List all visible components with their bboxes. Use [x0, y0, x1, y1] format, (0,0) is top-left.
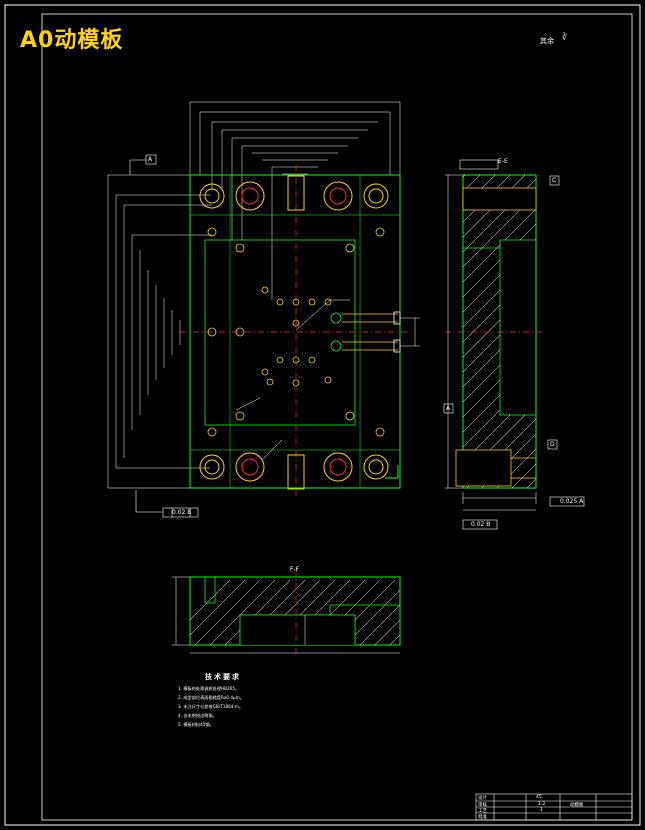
- plan-view: [107, 101, 420, 518]
- side-pocket: [463, 239, 536, 416]
- title-block-part-name: 动模板: [570, 803, 584, 808]
- large-hole-group-bottom: [199, 452, 389, 490]
- leader-lines: [235, 299, 350, 461]
- tech-requirements-list: 1. 模板热处理调质处理HB265。 2. 成型部位表面粗糙度Ra0.4μm。 …: [178, 684, 298, 729]
- outer-border: [4, 4, 641, 826]
- side-plate-outline: [462, 174, 537, 489]
- section-label-e: E-E: [498, 158, 508, 165]
- section-label-f: F-F: [290, 566, 300, 573]
- top-dimension-chain: [189, 101, 401, 300]
- mold-plate-outline: [189, 174, 401, 489]
- flatness-tolerance-label: 0.02 B: [172, 509, 192, 516]
- datum-d-label: D: [550, 441, 555, 448]
- title-block: [475, 793, 633, 821]
- parallel-tolerance-label: 0.025 A: [560, 498, 584, 505]
- tech-note: 3. 未注尺寸公差按GB/T1804-m。: [178, 704, 244, 709]
- datum-a-side-label: A: [446, 405, 451, 412]
- surface-finish-note: 其余: [540, 37, 554, 45]
- datum-a-box: [129, 154, 157, 175]
- flatness-tolerance-box: [135, 490, 199, 518]
- tech-note: 1. 模板热处理调质处理HB265。: [178, 686, 240, 691]
- plate-inner-lines: [190, 175, 400, 488]
- side-section-view: [443, 159, 585, 530]
- small-hole-pattern: [207, 227, 385, 437]
- large-hole-group-top: [199, 175, 389, 211]
- perpendicular-tolerance-label: 0.02 B: [471, 521, 491, 528]
- side-bottom-step: [511, 457, 536, 479]
- left-dimension-chain: [107, 174, 212, 489]
- datum-c-label: C: [552, 177, 557, 184]
- datum-a-label: A: [148, 156, 153, 163]
- drawing-title: A0动模板: [20, 28, 124, 53]
- tech-note: 5. 模板材料45钢。: [178, 722, 214, 727]
- title-block-scale: 1:2: [538, 802, 546, 807]
- tech-note: 2. 成型部位表面粗糙度Ra0.4μm。: [178, 695, 244, 700]
- bottom-pocket-fill: [240, 615, 355, 645]
- side-tolerance-boxes: [443, 159, 585, 530]
- title-block-row: 审核: [478, 803, 487, 808]
- title-block-material: 45: [536, 795, 542, 800]
- title-block-row: 工艺: [478, 809, 487, 814]
- bottom-section-view: [172, 570, 401, 655]
- side-top-bore: [462, 187, 537, 211]
- title-block-row: 设计: [478, 796, 487, 801]
- tech-note: 4. 去毛刺锐边倒角。: [178, 713, 217, 718]
- title-block-sheet: 1: [540, 808, 543, 813]
- side-dimension-lines: [445, 174, 537, 511]
- bottom-dimension-lines: [172, 576, 400, 654]
- side-hatching: [463, 175, 536, 488]
- title-block-row: 批准: [478, 815, 487, 820]
- mold-cavity-outline: [204, 239, 356, 426]
- corner-notch: [385, 465, 399, 479]
- side-bottom-bore: [455, 449, 512, 487]
- inner-border: [41, 13, 633, 821]
- bottom-pocket-edge: [239, 614, 356, 645]
- tech-requirements-title: 技术要求: [205, 673, 241, 681]
- roughness-symbol: ∛: [562, 33, 568, 42]
- cooling-channel-fittings: [330, 311, 420, 353]
